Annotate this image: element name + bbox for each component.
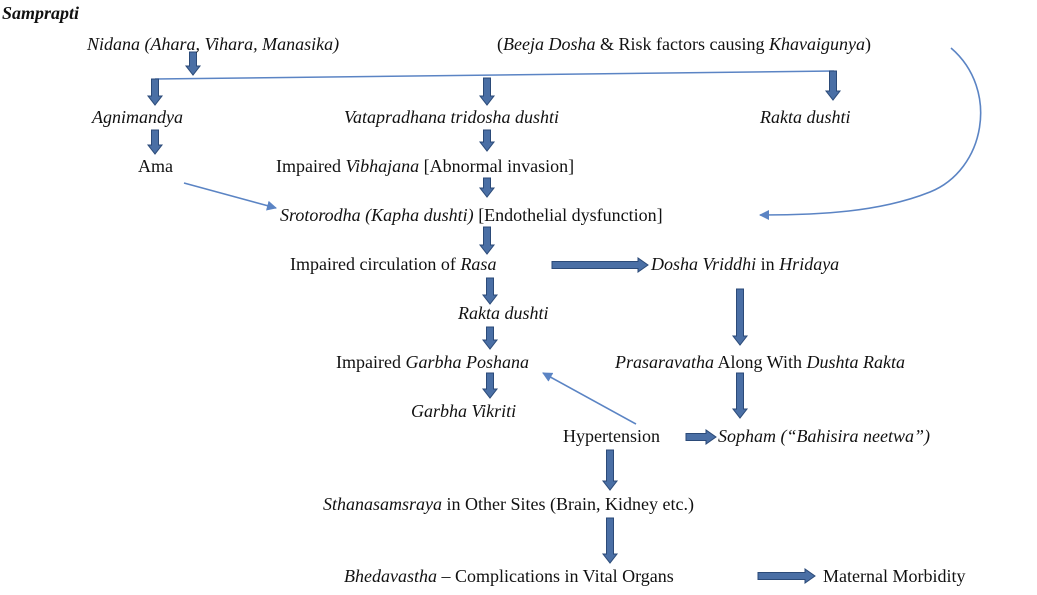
node-text-run: Hypertension [563, 426, 660, 446]
node-text-run: & Risk factors causing [595, 34, 769, 54]
node-dosha-vriddhi: Dosha Vriddhi in Hridaya [651, 253, 839, 275]
node-text-run: Impaired circulation of [290, 254, 461, 274]
node-impaired-circulation: Impaired circulation of Rasa [290, 253, 496, 275]
node-srotorodha: Srotorodha (Kapha dushti) [Endothelial d… [280, 204, 663, 226]
curved-arrow-beeja-to-srotorodha [759, 47, 982, 220]
block-arrow-down [731, 372, 749, 419]
block-arrow-down [601, 517, 619, 564]
node-text-run: Sthanasamsraya [323, 494, 443, 514]
node-prasaravatha: Prasaravatha Along With Dushta Rakta [615, 351, 905, 373]
node-text-run: Along With [714, 352, 807, 372]
node-text-run: – Complications in Vital Organs [436, 566, 674, 586]
node-sopham: Sopham (“Bahisira neetwa”) [718, 425, 930, 447]
thin-arrow-hypertension-to-garbha [542, 372, 637, 425]
diagram-title: Samprapti [2, 3, 80, 23]
node-garbha-vikriti: Garbha Vikriti [411, 400, 516, 422]
node-text-run: Sopham (“Bahisira neetwa”) [718, 426, 931, 446]
node-text-run: Srotorodha (Kapha dushti) [280, 205, 474, 225]
block-arrow-down [146, 78, 164, 106]
block-arrow-down [481, 372, 499, 399]
node-nidana: Nidana (Ahara, Vihara, Manasika) [87, 33, 339, 55]
node-vatapradhana: Vatapradhana tridosha dushti [344, 106, 559, 128]
block-arrow-down [481, 277, 499, 305]
node-text-run: ) [864, 34, 871, 54]
node-text-run: Rakta dushti [458, 303, 549, 323]
node-text-run: Impaired [276, 156, 346, 176]
node-text-run: Bhedavastha [344, 566, 437, 586]
node-text-run: in [756, 254, 780, 274]
node-text-run: Agnimandya [92, 107, 183, 127]
node-text-run: Vibhajana [345, 156, 420, 176]
block-arrow-right [757, 568, 816, 584]
node-beeja-dosha: (Beeja Dosha & Risk factors causing Khav… [497, 33, 871, 55]
block-arrow-down [481, 326, 499, 350]
block-arrow-down [731, 288, 749, 346]
branch-line [154, 70, 835, 80]
node-rakta-dushti-top: Rakta dushti [760, 106, 851, 128]
node-text-run: Maternal Morbidity [823, 566, 966, 586]
thin-arrow-ama-to-srotorodha [183, 182, 277, 211]
node-text-run: Garbha Vikriti [411, 401, 517, 421]
node-text-run: Garbha Poshana [405, 352, 529, 372]
node-text-run: in Other Sites (Brain, Kidney etc.) [442, 494, 694, 514]
block-arrow-right [685, 429, 717, 445]
node-impaired-vibhajana: Impaired Vibhajana [Abnormal invasion] [276, 155, 574, 177]
block-arrow-down [478, 77, 496, 106]
node-text-run: [Endothelial dysfunction] [473, 205, 663, 225]
block-arrow-down [478, 129, 496, 152]
edge-layer [146, 47, 982, 584]
block-arrow-down [478, 177, 496, 198]
node-agnimandya: Agnimandya [92, 106, 183, 128]
node-sthanasamsraya: Sthanasamsraya in Other Sites (Brain, Ki… [323, 493, 694, 515]
node-text-run: Vatapradhana tridosha dushti [344, 107, 560, 127]
block-arrow-down [146, 129, 164, 155]
node-impaired-garbha-poshana: Impaired Garbha Poshana [336, 351, 529, 373]
node-text-run: Impaired [336, 352, 406, 372]
node-text-run: Khavaigunya [768, 34, 865, 54]
node-hypertension: Hypertension [563, 425, 660, 447]
node-text-run: Rakta dushti [760, 107, 851, 127]
block-arrow-down [478, 226, 496, 255]
node-text-run: Ama [138, 156, 173, 176]
node-text-run: Rasa [460, 254, 497, 274]
node-text-run: [Abnormal invasion] [419, 156, 575, 176]
node-text-run: Dushta Rakta [806, 352, 905, 372]
block-arrow-right [551, 257, 649, 273]
node-text-run: ( [497, 34, 503, 54]
node-maternal-morbidity: Maternal Morbidity [823, 565, 965, 587]
node-text-run: Dosha Vriddhi [651, 254, 757, 274]
node-rakta-dushti-mid: Rakta dushti [458, 302, 549, 324]
node-text-run: Hridaya [779, 254, 840, 274]
block-arrow-down [824, 70, 842, 101]
node-text-run: Nidana (Ahara, Vihara, Manasika) [87, 34, 340, 54]
block-arrow-down [601, 449, 619, 491]
node-bhedavastha: Bhedavastha – Complications in Vital Org… [344, 565, 674, 587]
node-text-run: Beeja Dosha [503, 34, 596, 54]
node-ama: Ama [138, 155, 173, 177]
node-text-run: Prasaravatha [615, 352, 714, 372]
block-arrow-down [184, 51, 202, 76]
